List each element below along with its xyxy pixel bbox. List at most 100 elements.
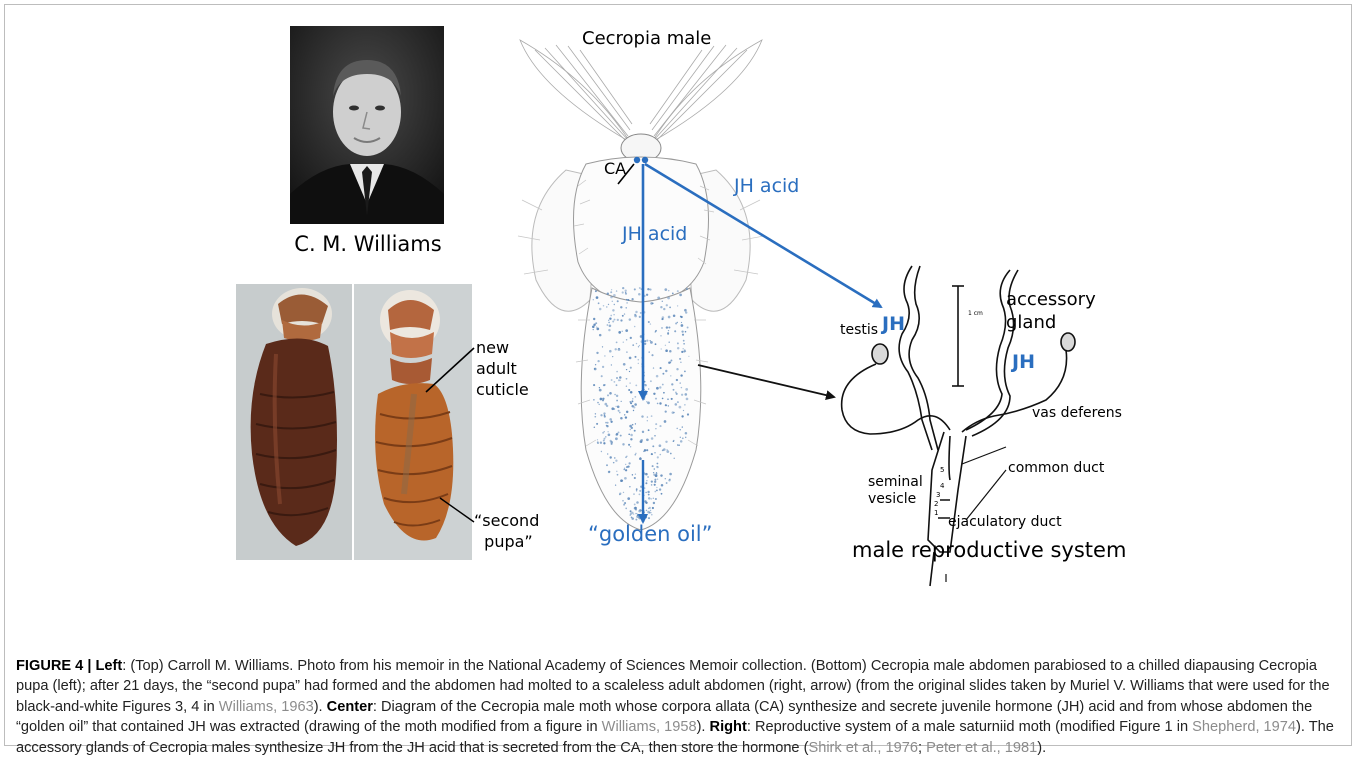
abdomen-dot (629, 371, 630, 372)
abdomen-dot (629, 382, 630, 383)
abdomen-dot (617, 300, 619, 302)
caption-text-5: : Reproductive system of a male saturnii… (747, 719, 1192, 735)
abdomen-dot (624, 414, 625, 415)
abdomen-dot (685, 437, 686, 438)
abdomen-dot (630, 510, 632, 512)
abdomen-dot (675, 403, 678, 406)
abdomen-dot (613, 381, 615, 383)
seminal-vesicle-label: seminal vesicle (868, 474, 923, 508)
abdomen-dot (644, 340, 646, 342)
abdomen-dot (670, 453, 672, 455)
abdomen-dot (625, 307, 626, 308)
abdomen-dot (653, 393, 655, 395)
abdomen-dot (593, 324, 595, 326)
abdomen-dot (604, 431, 605, 432)
abdomen-dot (635, 384, 637, 386)
abdomen-dot (632, 344, 634, 346)
abdomen-dot (596, 326, 597, 327)
abdomen-dot (623, 492, 624, 493)
abdomen-dot (604, 355, 605, 356)
abdomen-dot (623, 363, 626, 366)
moth-antennae (520, 40, 762, 142)
abdomen-dot (636, 513, 637, 514)
abdomen-dot (683, 340, 685, 342)
abdomen-dot (640, 312, 642, 314)
abdomen-dot (618, 348, 621, 351)
abdomen-dot (661, 327, 662, 328)
caption-text-4: ). (697, 719, 710, 735)
caption-ref-shepherd-1974[interactable]: Shepherd, 1974 (1192, 719, 1296, 735)
abdomen-dot (605, 422, 607, 424)
abdomen-dot (676, 379, 678, 381)
abdomen-dot (614, 319, 616, 321)
abdomen-dot (651, 354, 653, 356)
abdomen-dot (630, 367, 632, 369)
abdomen-dot (597, 402, 599, 404)
abdomen-dot (660, 367, 662, 369)
abdomen-dot (626, 299, 628, 301)
abdomen-dot (666, 450, 669, 453)
abdomen-dot (613, 294, 616, 297)
abdomen-dot (636, 488, 638, 490)
abdomen-dot (650, 510, 651, 511)
abdomen-dot (685, 311, 687, 313)
abdomen-dot (618, 431, 620, 433)
caption-ref-peter-1981[interactable]: Peter et al., 1981 (926, 740, 1037, 756)
figure-caption: FIGURE 4 | Left: (Top) Carroll M. Willia… (16, 656, 1342, 758)
caption-ref-williams-1963[interactable]: Williams, 1963 (219, 699, 314, 715)
abdomen-dot (598, 302, 600, 304)
abdomen-dot (650, 341, 653, 344)
abdomen-dot (671, 398, 673, 400)
abdomen-dot (636, 490, 637, 491)
abdomen-dot (596, 352, 598, 354)
abdomen-dot (622, 315, 624, 317)
common-duct-label: common duct (1008, 458, 1104, 479)
abdomen-dot (662, 373, 664, 375)
abdomen-dot (679, 429, 680, 430)
abdomen-dot (615, 348, 617, 350)
abdomen-dot (666, 449, 667, 450)
abdomen-dot (595, 290, 597, 292)
abdomen-dot (681, 351, 683, 353)
abdomen-dot (620, 435, 622, 437)
abdomen-dot (624, 469, 625, 470)
abdomen-dot (603, 305, 605, 307)
abdomen-dot (620, 479, 623, 482)
abdomen-dot (661, 493, 663, 495)
abdomen-dot (638, 363, 639, 364)
abdomen-dot (620, 417, 623, 420)
abdomen-dot (652, 465, 654, 467)
abdomen-dot (675, 391, 677, 393)
caption-ref-williams-1958[interactable]: Williams, 1958 (602, 719, 697, 735)
abdomen-dot (634, 403, 637, 406)
abdomen-dot (685, 331, 687, 333)
abdomen-dot (670, 375, 671, 376)
segment-number-1: 1 (934, 509, 938, 517)
abdomen-dot (631, 298, 633, 300)
abdomen-dot (650, 512, 652, 514)
abdomen-dot (677, 290, 679, 292)
abdomen-dot (638, 346, 639, 347)
abdomen-dot (614, 457, 615, 458)
abdomen-dot (631, 400, 633, 402)
abdomen-dot (612, 356, 613, 357)
vas-deferens-label: vas deferens (1032, 403, 1122, 424)
abdomen-dot (620, 306, 622, 308)
abdomen-dot (624, 313, 625, 314)
abdomen-dot (656, 466, 658, 468)
abdomen-dot (602, 346, 603, 347)
caption-ref-shirk-1976[interactable]: Shirk et al., 1976 (808, 740, 918, 756)
abdomen-dot (626, 378, 628, 380)
abdomen-dot (651, 453, 653, 455)
abdomen-dot (672, 293, 674, 295)
abdomen-dot (593, 399, 594, 400)
abdomen-dot (617, 406, 620, 409)
abdomen-dot (667, 297, 670, 300)
abdomen-dot (617, 474, 619, 476)
abdomen-dot (680, 374, 682, 376)
abdomen-dot (634, 356, 636, 358)
moth-title: Cecropia male (582, 28, 711, 49)
abdomen-dot (669, 350, 672, 353)
abdomen-dot (616, 290, 617, 291)
abdomen-dot (653, 474, 655, 476)
